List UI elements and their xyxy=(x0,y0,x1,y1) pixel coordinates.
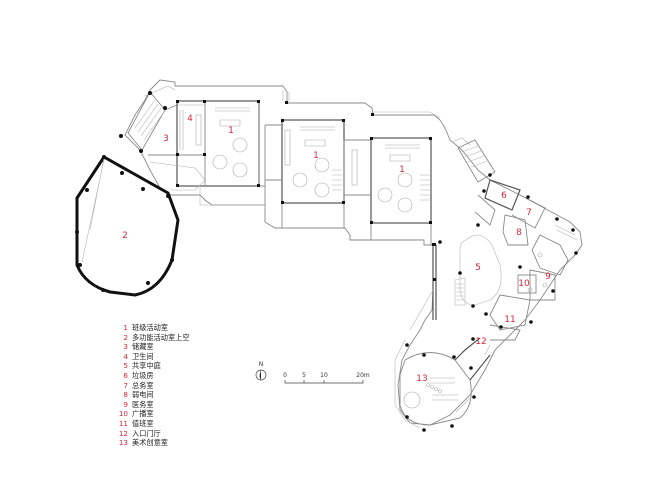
art-room xyxy=(399,337,491,426)
scale-bar: 0 5 10 20m xyxy=(283,372,370,384)
scale-tick-20m: 20m xyxy=(356,372,370,379)
room-label-1b: 1 xyxy=(313,151,319,161)
scale-tick-5: 5 xyxy=(302,372,306,379)
room-label-2: 2 xyxy=(122,231,128,241)
room-label-11: 11 xyxy=(504,315,515,325)
room-label-7: 7 xyxy=(526,208,532,218)
room-labels: 1 1 1 2 3 4 5 6 7 8 9 10 11 12 13 xyxy=(122,114,551,384)
room-label-3: 3 xyxy=(163,134,169,144)
north-arrow: N xyxy=(255,361,267,381)
room-label-1a: 1 xyxy=(228,126,234,136)
scale-tick-10: 10 xyxy=(320,372,328,379)
columns xyxy=(75,91,578,432)
room-label-8: 8 xyxy=(516,228,522,238)
building-outline xyxy=(124,79,583,429)
room-label-9: 9 xyxy=(545,272,551,282)
room-label-10: 10 xyxy=(518,279,530,289)
room-label-13: 13 xyxy=(416,374,427,384)
north-label: N xyxy=(259,361,264,368)
classroom-1a xyxy=(176,100,266,206)
room-label-6: 6 xyxy=(501,191,507,201)
room-label-5: 5 xyxy=(475,263,481,273)
classroom-1b xyxy=(264,119,345,228)
room-label-12: 12 xyxy=(475,337,486,347)
multipurpose-void xyxy=(75,155,206,297)
room-label-1c: 1 xyxy=(399,165,405,175)
room-label-4: 4 xyxy=(187,114,193,124)
scale-tick-0: 0 xyxy=(283,372,287,379)
service-rooms-east xyxy=(457,139,578,341)
classroom-1c xyxy=(343,137,432,245)
atrium xyxy=(409,234,502,331)
